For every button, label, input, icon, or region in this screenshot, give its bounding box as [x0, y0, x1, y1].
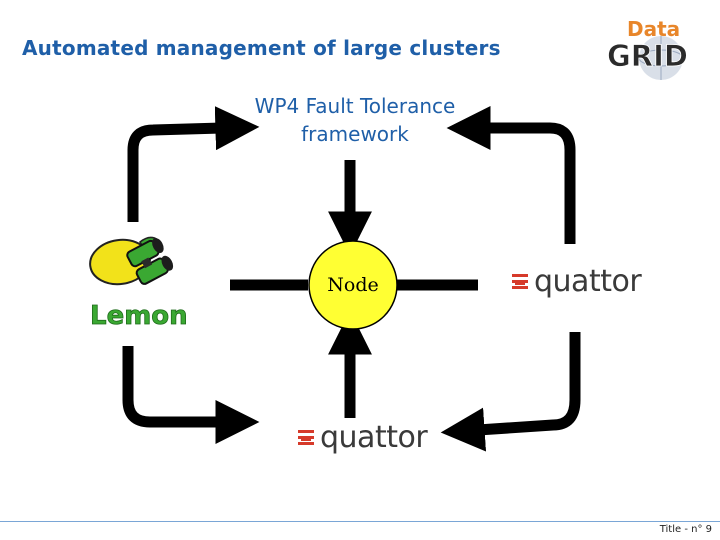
quattor-mark-icon: [512, 273, 528, 289]
quattor-logo-bottom: quattor: [298, 420, 428, 455]
arrow-quattor-to-quattor: [440, 332, 581, 452]
datagrid-logo: Data GRID: [607, 17, 688, 80]
wp4-framework-label: WP4 Fault Tolerance framework: [210, 92, 500, 148]
slide-footer: Title - n° 9: [659, 524, 712, 535]
arrow-lemon-to-quattor: [122, 346, 260, 444]
quattor-logo-right: quattor: [512, 264, 642, 299]
node-label: Node: [327, 274, 379, 296]
binoculars-icon: [126, 238, 174, 285]
lemon-logo-text: Lemon: [90, 301, 188, 331]
wp4-label-line2: framework: [301, 122, 409, 146]
quattor-bottom-text: quattor: [320, 420, 428, 455]
datagrid-logo-top-text: Data: [627, 17, 680, 41]
slide-title: Automated management of large clusters: [22, 36, 501, 60]
arrow-lemon-to-wp4: [127, 106, 260, 222]
arrow-quattor-to-wp4: [446, 106, 576, 244]
lemon-logo: Lemon: [89, 236, 188, 331]
datagrid-logo-bottom-text: GRID: [607, 39, 688, 73]
wp4-label-line1: WP4 Fault Tolerance: [254, 94, 456, 118]
quattor-right-text: quattor: [534, 264, 642, 299]
quattor-mark-icon: [298, 429, 314, 445]
node-circle: [308, 240, 398, 330]
footer-divider: [0, 521, 720, 522]
